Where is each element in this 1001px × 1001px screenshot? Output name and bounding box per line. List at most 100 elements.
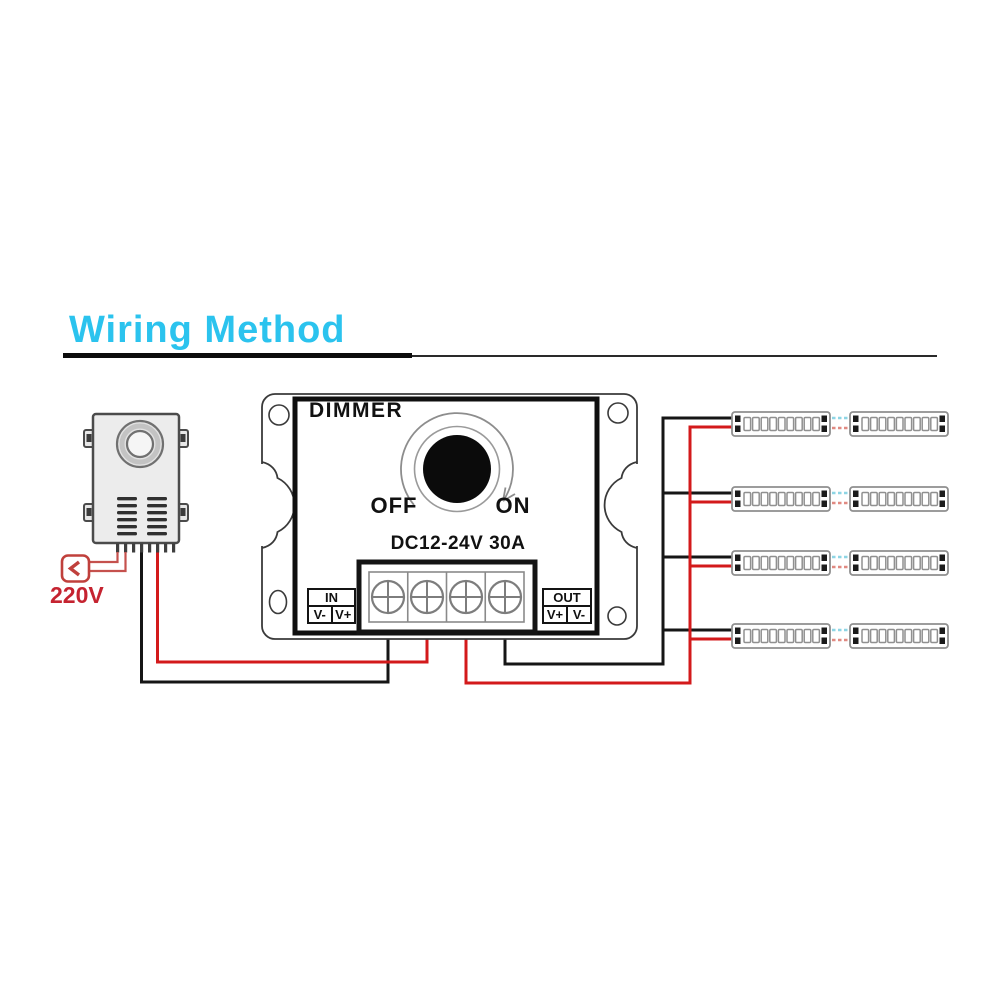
on-label: ON (495, 493, 531, 518)
led-chip (751, 555, 760, 571)
led-chip (878, 628, 887, 644)
output-wires (464, 416, 735, 685)
led-chip (769, 628, 778, 644)
led-chip (869, 416, 878, 432)
terminal-block (356, 559, 538, 635)
solder-pad (939, 627, 945, 634)
right-notch (603, 461, 638, 549)
rating-label: DC12-24V 30A (390, 533, 526, 554)
led-chip (803, 555, 812, 571)
transformer-ring (115, 419, 165, 469)
led-strip-segment (849, 623, 949, 649)
led-strip-segment (849, 411, 949, 437)
led-chip (930, 628, 939, 644)
led-chip (777, 555, 786, 571)
led-chip (760, 491, 769, 507)
title-underline-thick (63, 353, 412, 358)
led-chip (812, 416, 821, 432)
led-chip (777, 628, 786, 644)
led-chip (921, 555, 930, 571)
led-chip (887, 491, 896, 507)
solder-pad (735, 500, 741, 507)
solder-pad (853, 564, 859, 571)
solder-pad (735, 627, 741, 634)
led-chip (769, 416, 778, 432)
solder-pad (735, 425, 741, 432)
led-chip (812, 491, 821, 507)
solder-pad (735, 490, 741, 497)
solder-pad (735, 415, 741, 422)
led-chip (769, 555, 778, 571)
out-vminus-label: V- (572, 607, 586, 622)
ventilation-slots (117, 497, 167, 536)
led-chip (861, 416, 870, 432)
led-chip (930, 491, 939, 507)
solder-pad (939, 637, 945, 644)
led-chip (786, 555, 795, 571)
led-chip (803, 628, 812, 644)
solder-pad (853, 500, 859, 507)
solder-pad (853, 627, 859, 634)
terminal-screws (370, 579, 523, 615)
led-chip (760, 555, 769, 571)
led-chip (803, 491, 812, 507)
off-label: OFF (370, 493, 418, 518)
led-chip (921, 491, 930, 507)
led-chip (861, 555, 870, 571)
led-chip (887, 628, 896, 644)
led-chip (904, 491, 913, 507)
solder-pad (735, 637, 741, 644)
led-chip (887, 416, 896, 432)
led-chip (904, 555, 913, 571)
led-chip (861, 628, 870, 644)
led-chip (812, 628, 821, 644)
output-terminal-labels: OUT V+ V- (542, 588, 592, 624)
led-chip (760, 416, 769, 432)
led-chip (912, 628, 921, 644)
solder-pad (735, 564, 741, 571)
out-vplus-label: V+ (544, 607, 568, 622)
led-chip (878, 491, 887, 507)
solder-pad (821, 637, 827, 644)
positive-output-bus (464, 425, 735, 685)
solder-pad (853, 490, 859, 497)
solder-pad (939, 554, 945, 561)
power-supply-pins (116, 543, 176, 553)
power-plug-icon (60, 554, 91, 583)
led-chip (760, 628, 769, 644)
led-chip (786, 416, 795, 432)
solder-pad (821, 425, 827, 432)
led-chip (794, 491, 803, 507)
led-chip (812, 555, 821, 571)
led-chip (921, 628, 930, 644)
solder-pad (853, 415, 859, 422)
page-title: Wiring Method (69, 309, 346, 351)
power-supply-tabs (83, 429, 189, 522)
led-chip (777, 416, 786, 432)
led-chip (743, 628, 752, 644)
led-chip (895, 555, 904, 571)
led-chip (912, 555, 921, 571)
title-underline-thin (412, 355, 937, 357)
led-strip-segment (731, 411, 831, 437)
positive-input-wire (156, 550, 429, 664)
led-chip (904, 416, 913, 432)
solder-pad (821, 554, 827, 561)
led-chip (895, 628, 904, 644)
led-chip (794, 628, 803, 644)
out-label: OUT (544, 590, 590, 607)
led-strip-segment (849, 486, 949, 512)
in-vplus-label: V+ (335, 607, 352, 622)
led-strip-segment (731, 550, 831, 576)
power-supply-unit (60, 412, 189, 583)
in-label: IN (309, 590, 354, 607)
solder-pad (939, 500, 945, 507)
input-wires (140, 550, 429, 684)
led-chip (895, 416, 904, 432)
solder-pad (821, 500, 827, 507)
solder-pad (821, 490, 827, 497)
led-chip (743, 416, 752, 432)
knob-rotation-arrow (400, 412, 514, 506)
